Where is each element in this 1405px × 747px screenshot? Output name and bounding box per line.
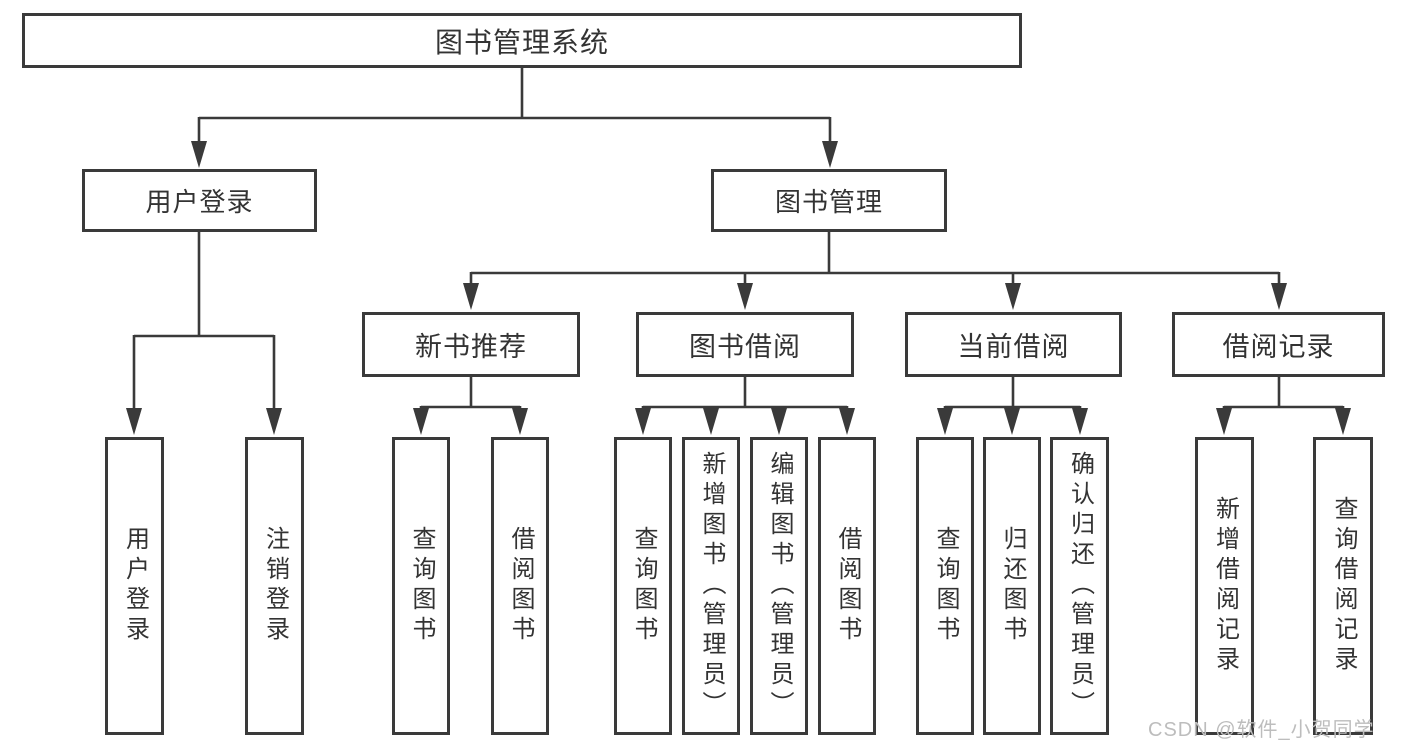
node-current-borrowing: 当前借阅 — [905, 312, 1122, 377]
leaf-edit-books-admin-label: 编辑图书（管理员） — [766, 451, 793, 721]
leaf-logout: 注销登录 — [245, 437, 304, 735]
leaf-borrow-query-books-label: 查询图书 — [630, 526, 657, 646]
leaf-query-borrow-record: 查询借阅记录 — [1313, 437, 1373, 735]
node-book-borrowing-label: 图书借阅 — [689, 332, 801, 362]
leaf-add-borrow-record: 新增借阅记录 — [1195, 437, 1254, 735]
node-library-system: 图书管理系统 — [22, 13, 1022, 68]
leaf-borrow-books: 借阅图书 — [818, 437, 876, 735]
node-user-login-branch: 用户登录 — [82, 169, 317, 232]
leaf-return-books-label: 归还图书 — [999, 526, 1026, 646]
leaf-confirm-return-admin: 确认归还（管理员） — [1050, 437, 1109, 735]
leaf-current-query-books-label: 查询图书 — [932, 526, 959, 646]
node-book-management-branch: 图书管理 — [711, 169, 947, 232]
node-new-book-recommend: 新书推荐 — [362, 312, 580, 377]
node-user-login-branch-label: 用户登录 — [145, 187, 254, 217]
leaf-recommend-borrow-books: 借阅图书 — [491, 437, 549, 735]
leaf-borrow-books-label: 借阅图书 — [834, 526, 861, 646]
node-library-system-label: 图书管理系统 — [434, 26, 609, 58]
leaf-recommend-borrow-books-label: 借阅图书 — [507, 526, 534, 646]
node-book-management-branch-label: 图书管理 — [774, 187, 883, 217]
leaf-edit-books-admin: 编辑图书（管理员） — [750, 437, 808, 735]
node-book-borrowing: 图书借阅 — [636, 312, 854, 377]
leaf-logout-label: 注销登录 — [261, 526, 289, 646]
leaf-recommend-query-books-label: 查询图书 — [408, 526, 435, 646]
leaf-return-books: 归还图书 — [983, 437, 1041, 735]
leaf-current-query-books: 查询图书 — [916, 437, 974, 735]
csdn-watermark: CSDN @软件_小贺同学 — [1148, 719, 1375, 741]
leaf-confirm-return-admin-label: 确认归还（管理员） — [1066, 451, 1094, 721]
leaf-add-books-admin: 新增图书（管理员） — [682, 437, 740, 735]
leaf-recommend-query-books: 查询图书 — [392, 437, 450, 735]
leaf-query-borrow-record-label: 查询借阅记录 — [1330, 496, 1357, 676]
node-current-borrowing-label: 当前借阅 — [957, 332, 1070, 362]
leaf-add-borrow-record-label: 新增借阅记录 — [1211, 496, 1239, 676]
node-borrow-records-label: 借阅记录 — [1222, 332, 1335, 362]
leaf-user-login-label: 用户登录 — [121, 526, 149, 646]
leaf-user-login: 用户登录 — [105, 437, 164, 735]
node-new-book-recommend-label: 新书推荐 — [415, 332, 527, 362]
leaf-add-books-admin-label: 新增图书（管理员） — [698, 451, 725, 721]
node-borrow-records: 借阅记录 — [1172, 312, 1385, 377]
leaf-borrow-query-books: 查询图书 — [614, 437, 672, 735]
